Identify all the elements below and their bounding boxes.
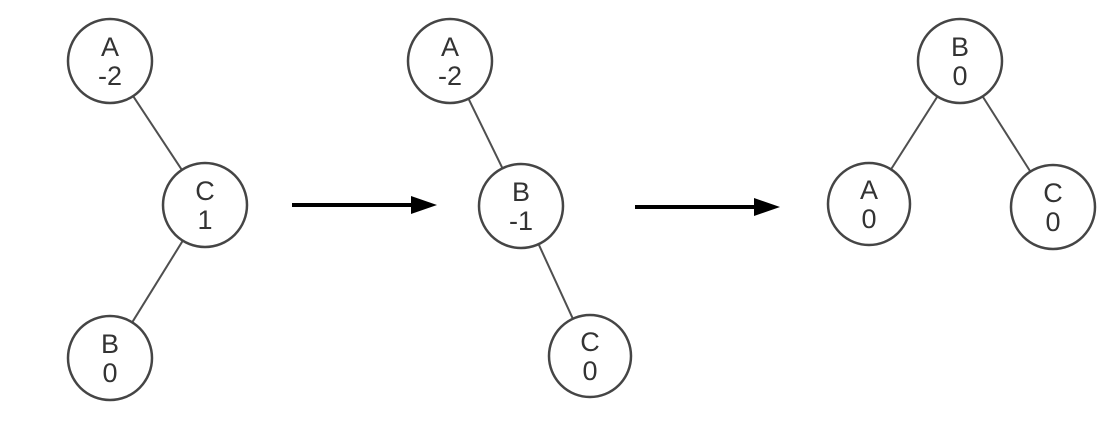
node-label: A: [860, 175, 878, 205]
node-circle: [161, 161, 249, 249]
node-circle: [477, 162, 565, 250]
tree-edge: [981, 95, 1032, 173]
tree-node: C1: [161, 161, 249, 249]
tree-edge: [467, 98, 504, 169]
node-label: C: [580, 327, 600, 357]
tree-edge: [890, 95, 939, 170]
node-circle: [1009, 163, 1097, 251]
node-value: 0: [1045, 207, 1060, 237]
node-value: 1: [197, 205, 212, 235]
node-label: A: [101, 32, 119, 62]
arrow-head-icon: [411, 196, 437, 214]
tree-edge: [132, 95, 183, 171]
arrow-head-icon: [754, 198, 780, 216]
node-value: 0: [861, 204, 876, 234]
tree-node: A-2: [66, 17, 154, 105]
node-value: 0: [952, 61, 967, 91]
tree-state-2: A-2B-1C0: [406, 17, 633, 399]
node-label: A: [441, 32, 459, 62]
node-circle: [547, 313, 633, 399]
node-label: C: [1043, 178, 1063, 208]
tree-node: A-2: [406, 17, 494, 105]
node-label: B: [951, 32, 969, 62]
node-value: -2: [98, 61, 122, 91]
node-value: -2: [438, 61, 462, 91]
arrow-1: [292, 196, 437, 214]
node-value: -1: [509, 206, 533, 236]
node-label: B: [512, 177, 530, 207]
tree-node: C0: [547, 313, 633, 399]
node-label: B: [101, 329, 119, 359]
node-circle: [916, 17, 1004, 105]
tree-node: C0: [1009, 163, 1097, 251]
node-value: 0: [582, 356, 597, 386]
node-circle: [66, 17, 154, 105]
tree-node: B-1: [477, 162, 565, 250]
node-circle: [406, 17, 494, 105]
tree-node: B0: [916, 17, 1004, 105]
node-circle: [826, 161, 912, 247]
node-circle: [66, 314, 154, 402]
tree-edge: [131, 240, 184, 323]
node-label: C: [195, 176, 215, 206]
node-value: 0: [102, 358, 117, 388]
tree-node: A0: [826, 161, 912, 247]
tree-edge: [537, 243, 574, 320]
arrow-2: [635, 198, 780, 216]
tree-node: B0: [66, 314, 154, 402]
